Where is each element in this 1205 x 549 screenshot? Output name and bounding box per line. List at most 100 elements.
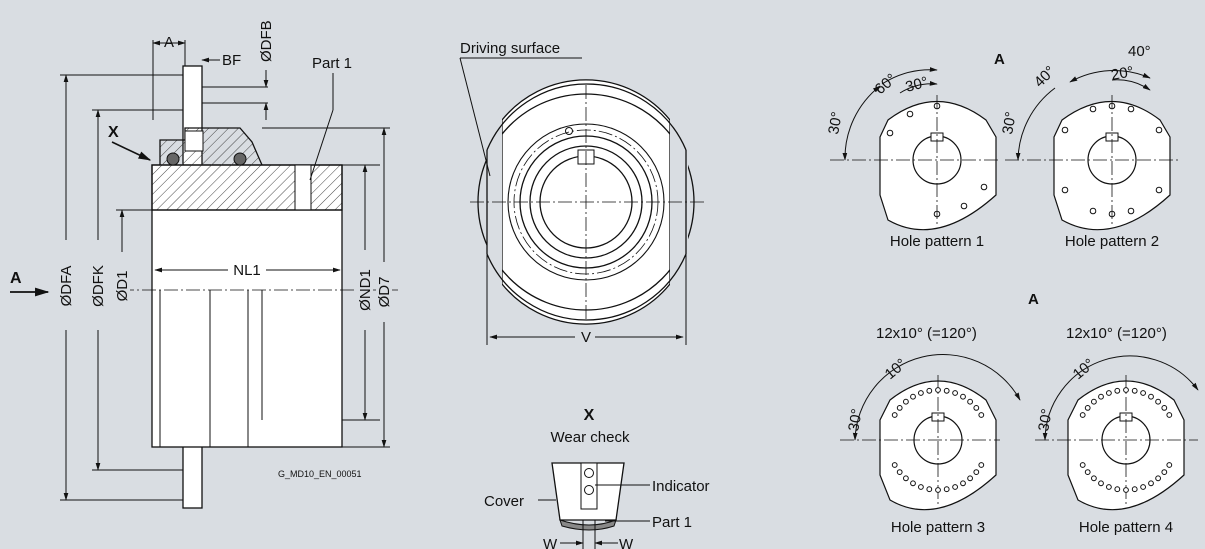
hatched-section	[151, 164, 343, 211]
seal-left	[166, 152, 180, 166]
p3-angle-30: 30°	[845, 407, 866, 432]
mounting-hole	[1140, 390, 1146, 396]
mounting-hole	[1140, 484, 1146, 490]
p1-label: Hole pattern 1	[890, 233, 984, 250]
mounting-hole	[943, 387, 950, 394]
p4-angle-10: 10°	[1070, 355, 1098, 383]
p2-angle-30: 30°	[999, 110, 1020, 135]
mounting-hole	[1098, 393, 1104, 400]
wear-check-view-label: X	[584, 407, 595, 424]
mounting-hole	[973, 469, 980, 476]
mounting-hole	[935, 487, 941, 493]
housing-body	[151, 164, 343, 448]
mounting-hole	[1123, 387, 1129, 393]
mounting-hole	[891, 412, 898, 418]
mounting-hole	[960, 480, 966, 487]
w-left-label: W	[543, 536, 558, 549]
p2-angle-20: 20°	[1110, 63, 1135, 84]
p4-top-label: 12x10° (=120°)	[1066, 325, 1167, 342]
p3-top-label: 12x10° (=120°)	[876, 325, 977, 342]
mounting-hole	[1114, 387, 1121, 394]
mounting-hole	[978, 462, 985, 468]
hole-pattern-3: 12x10° (=120°) 10° 30° Hole pattern 3	[840, 325, 1021, 536]
dim-d1: ØD1	[114, 271, 131, 302]
wear-check-view: X Wear check Indicator Cover Part 1 W W	[484, 407, 710, 549]
p2-label: Hole pattern 2	[1065, 233, 1159, 250]
wear-check-title: Wear check	[551, 429, 630, 446]
mounting-hole	[1148, 480, 1154, 487]
p3-label: Hole pattern 3	[891, 519, 985, 536]
view-x-label: X	[108, 124, 119, 141]
mounting-hole	[943, 486, 950, 493]
front-view: Driving surface V	[459, 40, 705, 346]
dim-nl1: NL1	[233, 262, 261, 279]
hole-patterns: A A 60° 30° 30° Hole pattern 1	[825, 43, 1199, 536]
dim-dfk: ØDFK	[90, 265, 107, 307]
driving-surface-label: Driving surface	[460, 40, 560, 57]
mounting-hole	[967, 475, 973, 482]
mounting-hole	[952, 390, 958, 396]
mounting-hole	[1084, 405, 1091, 411]
dim-nd1: ØND1	[357, 269, 374, 311]
mounting-hole	[935, 387, 941, 393]
dim-a: A	[164, 34, 174, 51]
mounting-hole	[1079, 462, 1086, 468]
mounting-hole	[891, 462, 898, 468]
mounting-hole	[1098, 480, 1104, 487]
dim-d7: ØD7	[376, 277, 393, 308]
p4-label: Hole pattern 4	[1079, 519, 1173, 536]
dim-v: V	[581, 329, 591, 346]
mounting-hole	[1131, 387, 1138, 394]
cover-label: Cover	[484, 493, 524, 510]
dim-dfa: ØDFA	[58, 266, 75, 307]
mounting-hole	[973, 405, 980, 411]
hole-pattern-4: 12x10° (=120°) 10° 30° Hole pattern 4	[1035, 325, 1199, 536]
p2-angle-40a: 40°	[1031, 63, 1059, 91]
mounting-hole	[896, 405, 903, 411]
p1-angle-30b: 30°	[825, 110, 846, 135]
p3-angle-10: 10°	[882, 355, 910, 383]
mounting-hole	[1091, 398, 1097, 405]
mounting-hole	[1161, 405, 1168, 411]
hole-pattern-2: 40° 40° 20° 30° Hole pattern 2	[999, 43, 1180, 250]
p4-angle-30: 30°	[1035, 407, 1056, 432]
part1-label: Part 1	[312, 55, 352, 72]
mounting-hole	[1155, 398, 1161, 405]
wear-part1-label: Part 1	[652, 514, 692, 531]
mounting-hole	[903, 475, 909, 482]
mounting-hole	[918, 390, 924, 396]
p1-angle-30a: 30°	[904, 74, 930, 96]
mounting-hole	[896, 469, 903, 476]
part1-pin	[294, 164, 312, 211]
side-section-view: A BF ØDFB Part 1 X A ØDFA ØDFK ØD	[10, 20, 400, 509]
dim-dfb: ØDFB	[258, 20, 275, 62]
mounting-hole	[1155, 475, 1161, 482]
mounting-hole	[1079, 412, 1086, 418]
mounting-hole	[1131, 486, 1138, 493]
mounting-hole	[960, 393, 966, 400]
p2-angle-40b: 40°	[1128, 43, 1151, 60]
dim-bf: BF	[222, 52, 241, 69]
w-right-label: W	[619, 536, 634, 549]
mounting-hole	[1166, 412, 1173, 418]
mounting-hole	[978, 412, 985, 418]
hole-view-a-bottom: A	[1028, 291, 1039, 308]
indicator-label: Indicator	[652, 478, 710, 495]
hole-view-a-top: A	[994, 51, 1005, 68]
bolt-head	[184, 130, 204, 152]
mounting-hole	[1106, 390, 1112, 396]
mounting-hole	[1106, 484, 1112, 490]
drawing-code: G_MD10_EN_00051	[278, 469, 362, 479]
mounting-hole	[1161, 469, 1168, 476]
mounting-hole	[926, 486, 933, 493]
seal-right	[233, 152, 247, 166]
mounting-hole	[952, 484, 958, 490]
mounting-hole	[918, 484, 924, 490]
mounting-hole	[967, 398, 973, 405]
mounting-hole	[1123, 487, 1129, 493]
mounting-hole	[1148, 393, 1154, 400]
mounting-hole	[1091, 475, 1097, 482]
mounting-hole	[1114, 486, 1121, 493]
hole-pattern-1: 60° 30° 30° Hole pattern 1	[825, 67, 1000, 250]
